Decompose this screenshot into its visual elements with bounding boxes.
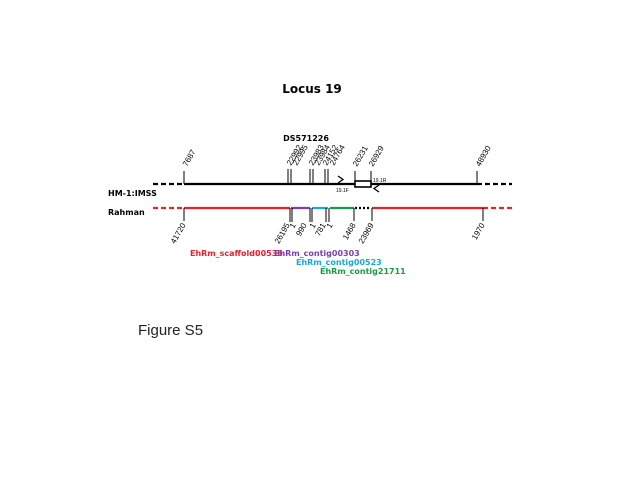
coord-bottom: 1 — [325, 221, 335, 230]
top-coordinates: 7687 22992 22995 23983 23984 24152 24764… — [181, 143, 493, 168]
scaffold-label: DS571226 — [283, 134, 329, 143]
primers: 19.1F 19.1R — [336, 175, 387, 194]
coord-top: 26929 — [367, 144, 386, 168]
rahman-track — [153, 206, 512, 222]
coord-bottom: 1 — [288, 221, 298, 230]
bottom-coordinates: 41720 26195 1 990 1 781 1 1468 23969 197… — [169, 221, 487, 245]
primer-forward-label: 19.1F — [336, 188, 349, 194]
figure-caption: Figure S5 — [138, 322, 204, 339]
coord-top: 48930 — [474, 144, 493, 168]
gene-box — [354, 180, 372, 188]
coord-bottom: 23969 — [357, 221, 376, 245]
contig-label-contig00303: EhRm_contig00303 — [274, 249, 360, 258]
coord-top: 7687 — [181, 148, 198, 168]
coord-bottom: 1970 — [470, 221, 487, 241]
primer-reverse-label: 19.1R — [373, 178, 387, 184]
contig-label-contig21711: EhRm_contig21711 — [320, 267, 406, 276]
coord-bottom: 1468 — [341, 221, 358, 241]
coord-bottom: 1 — [308, 221, 318, 230]
forward-primer-arrow-icon — [337, 175, 345, 184]
track-label-rahman: Rahman — [108, 208, 145, 217]
reference-track — [153, 169, 512, 188]
contig-label-scaffold00536: EhRm_scaffold00536 — [190, 249, 283, 258]
contig-legend: EhRm_scaffold00536 EhRm_contig00303 EhRm… — [190, 249, 406, 276]
track-label-hm1: HM-1:IMSS — [108, 189, 157, 198]
coord-bottom: 990 — [294, 221, 309, 238]
reverse-primer-arrow-icon — [372, 184, 380, 193]
contig-label-contig00523: EhRm_contig00523 — [296, 258, 382, 267]
coord-bottom: 41720 — [169, 221, 188, 245]
diagram-title: Locus 19 — [282, 82, 342, 96]
